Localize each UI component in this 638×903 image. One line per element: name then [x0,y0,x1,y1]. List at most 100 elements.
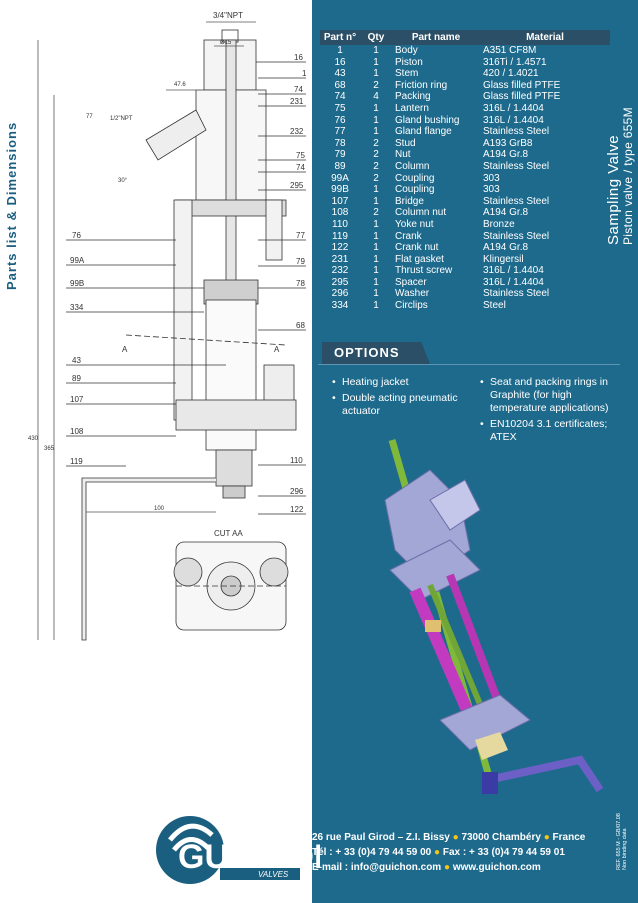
cell-part-name: Crank nut [395,242,439,254]
dim-npt-top: 3/4"NPT [213,11,243,20]
label-119: 119 [70,457,83,466]
cell-part-name: Yoke nut [395,218,434,230]
cell-qty: 1 [373,56,379,68]
cell-material: Glass filled PTFE [483,79,561,91]
cell-material: A194 Gr.8 [483,207,529,219]
cell-part-name: Stud [395,137,416,149]
label-99a: 99A [70,256,85,265]
cell-qty: 2 [373,79,379,91]
cell-qty: 1 [373,288,379,300]
footer-city: 73000 Chambéry [461,832,541,843]
cell-material: Stainless Steel [483,195,550,207]
dim-430: 430 [28,436,39,442]
cell-material: 420 / 1.4021 [483,68,539,80]
label-76: 76 [72,231,81,240]
cell-part-name: Crank [395,230,422,242]
cell-part-name: Circlips [395,300,428,312]
cell-qty: 1 [373,68,379,80]
cell-part-name: Coupling [395,184,435,196]
option-certificates: EN10204 3.1 certificates; ATEX [480,418,620,444]
cell-part-no: 295 [331,276,349,288]
cell-material: 316L / 1.4404 [483,265,544,277]
dim-diameter: Ø15 [220,40,232,46]
side-title: Parts list & Dimensions [4,121,19,290]
table-row: 76 1 Gland bushing 316L / 1.4404 [320,115,610,127]
cell-part-name: Coupling [395,172,435,184]
cell-part-no: 76 [334,114,346,126]
label-74b: 74 [296,163,305,172]
left-strip [0,0,38,903]
cell-part-no: 77 [334,126,346,138]
cell-part-no: 68 [334,79,346,91]
cell-part-no: 1 [337,45,343,56]
cell-material: 316Ti / 1.4571 [483,56,547,68]
cell-material: Stainless Steel [483,160,550,172]
footer-website[interactable]: www.guichon.com [452,862,541,873]
header-qty: Qty [360,30,392,45]
label-74a: 74 [294,85,303,94]
options-title: OPTIONS [322,342,430,364]
cell-qty: 1 [373,230,379,242]
cell-part-no: 108 [331,207,349,219]
cell-part-name: Gland bushing [395,114,460,126]
cell-qty: 1 [373,114,379,126]
cell-qty: 1 [373,242,379,254]
dim-47: 47.6 [174,82,186,88]
label-110: 110 [290,456,303,465]
label-295: 295 [290,181,304,190]
footer-phone: Tél : + 33 (0)4 79 44 59 00 [312,847,432,858]
footer-web: E-mail : info@guichon.com ● www.guichon.… [312,862,541,873]
cell-part-no: 296 [331,288,349,300]
header-material: Material [480,30,610,45]
label-232: 232 [290,127,304,136]
footer-country: France [552,832,586,843]
label-1: 1 [302,69,307,78]
cell-part-no: 119 [332,230,348,242]
cell-material: A194 Gr.8 [483,149,529,161]
cut-aa-label: CUT AA [214,529,243,538]
cell-part-name: Spacer [395,276,427,288]
cell-part-name: Body [395,45,418,56]
right-panel [312,0,638,903]
cell-part-name: Gland flange [395,126,452,138]
reference-note: REF. 655 M - GB/07.08 Non binding data [616,813,628,870]
section-a-left: A [122,345,128,354]
cell-material: A193 GrB8 [483,137,533,149]
cell-material: 303 [483,172,500,184]
valve-3d-rendering [384,439,604,794]
options-list-right: Seat and packing rings in Graphite (for … [480,376,620,447]
cell-material: 316L / 1.4404 [483,114,544,126]
cell-material: Stainless Steel [483,230,550,242]
cell-qty: 2 [373,137,379,149]
cell-material: 316L / 1.4404 [483,276,544,288]
cell-part-name: Washer [395,288,430,300]
vertical-title: Sampling Valve Piston valve / type 655M [605,107,635,245]
label-122: 122 [290,505,304,514]
cell-part-name: Column [395,160,430,172]
cell-part-name: Thrust screw [395,265,453,277]
cell-part-no: 110 [332,218,348,230]
options-list-left: Heating jacket Double acting pneumatic a… [332,376,472,421]
footer-phones: Tél : + 33 (0)4 79 44 59 00 ● Fax : + 33… [312,847,565,858]
cell-qty: 1 [373,45,379,56]
footer-address: 26 rue Paul Girod – Z.I. Bissy ● 73000 C… [312,832,586,843]
cell-qty: 1 [373,195,379,207]
cell-part-no: 43 [334,68,346,80]
label-77: 77 [296,231,305,240]
cell-qty: 1 [373,102,379,114]
header-part-name: Part name [392,30,480,45]
label-43: 43 [72,356,81,365]
label-334: 334 [70,303,84,312]
footer-email[interactable]: E-mail : info@guichon.com [312,862,442,873]
cell-part-no: 79 [334,149,346,161]
cell-qty: 1 [373,276,379,288]
cell-part-name: Nut [395,149,411,161]
